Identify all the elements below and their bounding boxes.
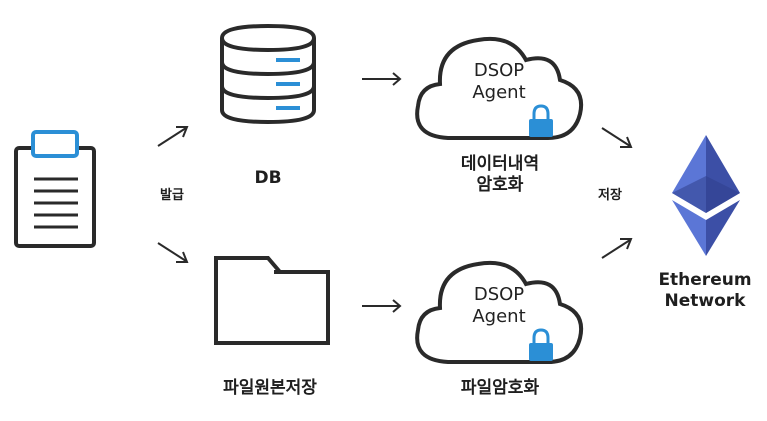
data-encrypt-line1: 데이터내역 — [460, 154, 540, 174]
agent-line2: Agent — [472, 81, 526, 103]
cloud-icon — [415, 261, 583, 364]
cloud-icon — [415, 37, 583, 140]
ethereum-network-label: Ethereum Network — [640, 270, 767, 313]
arrow-to-db — [157, 126, 189, 147]
data-encrypt-line2: 암호화 — [476, 175, 524, 196]
arrow-to-ethereum-top — [601, 127, 633, 148]
database-icon — [220, 23, 316, 125]
folder-icon — [214, 256, 330, 345]
file-store-label: 파일원본저장 — [223, 378, 317, 398]
agent-line1: DSOP — [473, 284, 525, 305]
ethereum-label-line2: Network — [664, 291, 746, 312]
ethereum-label-line1: Ethereum — [658, 270, 752, 290]
arrow-to-folder — [157, 242, 189, 263]
clipboard-icon — [14, 130, 96, 248]
agent-label: DSOP Agent — [444, 60, 554, 103]
agent-label: DSOP Agent — [444, 284, 554, 327]
ethereum-icon — [672, 135, 740, 256]
arrow-to-ethereum-bottom — [601, 238, 633, 259]
data-encrypt-label: 데이터내역 암호화 — [430, 154, 570, 197]
lock-icon — [529, 328, 553, 361]
store-label: 저장 — [598, 188, 622, 203]
db-label: DB — [254, 168, 282, 188]
agent-line1: DSOP — [473, 60, 525, 81]
file-encrypt-label: 파일암호화 — [460, 378, 540, 398]
lock-icon — [529, 104, 553, 137]
agent-line2: Agent — [472, 305, 526, 327]
issue-label: 발급 — [160, 188, 184, 203]
arrow-file-to-agent — [362, 299, 402, 313]
arrow-db-to-agent — [362, 72, 402, 86]
